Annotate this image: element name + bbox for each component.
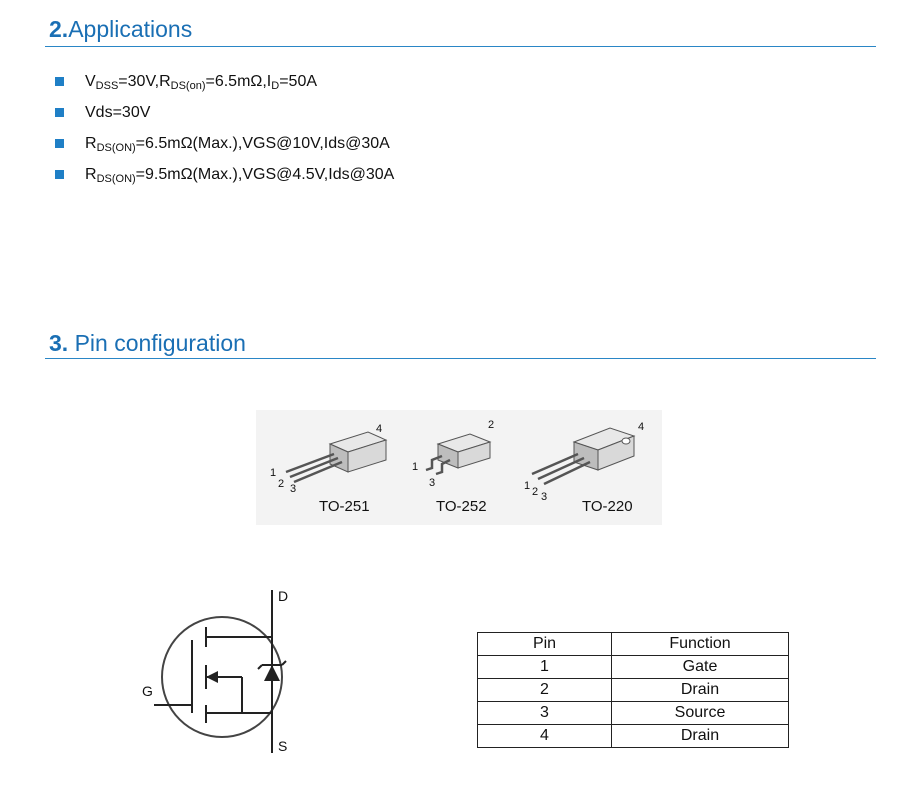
- table-row: 3 Source: [477, 701, 789, 725]
- bullet-square-icon: [55, 170, 64, 179]
- to-252-package-icon: 1 2 3 TO-252: [412, 419, 494, 515]
- list-item: RDS(ON)=6.5mΩ(Max.),VGS@10V,Ids@30A: [55, 133, 394, 164]
- to-220-pin-2: 2: [532, 486, 538, 498]
- gate-label: G: [142, 683, 153, 699]
- to-252-pin-1: 1: [412, 461, 418, 473]
- applications-divider: [45, 46, 876, 47]
- to-251-pin-4: 4: [376, 423, 382, 435]
- function-cell: Gate: [611, 655, 789, 679]
- table-row: 4 Drain: [477, 724, 789, 748]
- pin-configuration-divider: [45, 358, 876, 359]
- applications-heading: 2.Applications: [49, 16, 193, 42]
- function-cell: Drain: [611, 724, 789, 748]
- pin-cell: 2: [477, 678, 612, 702]
- to-252-pin-2: 2: [488, 419, 494, 431]
- applications-list: VDSS=30V,RDS(on)=6.5mΩ,ID=50A Vds=30V RD…: [55, 71, 394, 195]
- to-251-pin-2: 2: [278, 478, 284, 490]
- list-item: RDS(ON)=9.5mΩ(Max.),VGS@4.5V,Ids@30A: [55, 164, 394, 195]
- drain-label: D: [278, 588, 288, 604]
- function-cell: Source: [611, 701, 789, 725]
- bullet-square-icon: [55, 108, 64, 117]
- list-item: VDSS=30V,RDS(on)=6.5mΩ,ID=50A: [55, 71, 394, 102]
- to-251-package-icon: 1 2 3 4 TO-251: [270, 423, 388, 515]
- table-row: 2 Drain: [477, 678, 789, 702]
- to-251-pin-3: 3: [290, 483, 296, 495]
- pin-cell: 1: [477, 655, 612, 679]
- to-220-package-icon: 1 2 3 4 TO-220: [524, 421, 644, 515]
- pin-cell: 3: [477, 701, 612, 725]
- table-row: 1 Gate: [477, 655, 789, 679]
- to-220-pin-1: 1: [524, 480, 530, 492]
- to-251-label: TO-251: [319, 498, 370, 515]
- pin-configuration-heading: 3. Pin configuration: [49, 330, 246, 356]
- function-cell: Drain: [611, 678, 789, 702]
- to-251-pin-1: 1: [270, 467, 276, 479]
- function-column-header: Function: [611, 632, 789, 656]
- to-220-pin-4: 4: [638, 421, 644, 433]
- mosfet-symbol-icon: D G S: [142, 588, 288, 754]
- pin-cell: 4: [477, 724, 612, 748]
- pin-function-table: Pin Function 1 Gate 2 Drain 3 Source 4 D…: [477, 632, 789, 748]
- pin-column-header: Pin: [477, 632, 612, 656]
- to-252-pin-3: 3: [429, 477, 435, 489]
- to-220-label: TO-220: [582, 498, 633, 515]
- to-252-label: TO-252: [436, 498, 487, 515]
- to-220-pin-3: 3: [541, 491, 547, 503]
- table-header-row: Pin Function: [477, 632, 789, 656]
- bullet-square-icon: [55, 77, 64, 86]
- source-label: S: [278, 738, 287, 754]
- list-item: Vds=30V: [55, 102, 394, 133]
- bullet-square-icon: [55, 139, 64, 148]
- package-drawings: 1 2 3 4 TO-251 1 2 3 TO-252 1 2 3 4 TO-2…: [256, 410, 662, 525]
